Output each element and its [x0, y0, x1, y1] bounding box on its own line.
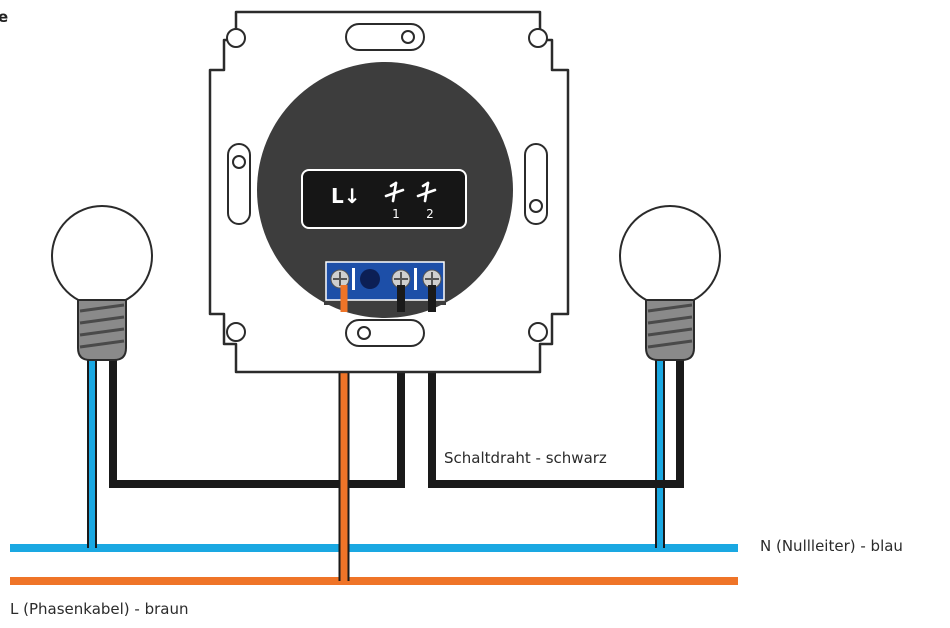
frame-slot-bottom	[345, 319, 425, 347]
terminal-label-2: 2	[426, 207, 434, 221]
terminal-unused-socket-icon	[360, 269, 380, 289]
neutral-wire-label: N (Nullleiter) - blau	[760, 537, 903, 555]
phase-wire-label: L (Phasenkabel) - braun	[10, 600, 189, 618]
bulb-right-icon	[619, 205, 721, 307]
frame-slot-top	[345, 23, 425, 51]
lamp-left	[51, 205, 153, 361]
label-plate	[301, 169, 467, 229]
switch-symbol-icon-2	[416, 181, 437, 203]
switch-wire-right	[428, 285, 684, 488]
terminal-label-1: 1	[392, 207, 400, 221]
frame-hole-bottom-left	[226, 322, 246, 342]
corner-text: e	[0, 8, 9, 26]
symbol-load: L↓	[331, 184, 361, 208]
frame-hole-bottom-right	[528, 322, 548, 342]
frame-slot-left	[227, 143, 251, 225]
frame-hole-top-right	[528, 28, 548, 48]
lamp-right	[619, 205, 721, 361]
switch-wire-label: Schaltdraht - schwarz	[442, 449, 609, 467]
switch-wire-left	[109, 285, 405, 488]
bulb-left-icon	[51, 205, 153, 307]
frame-slot-right	[524, 143, 548, 225]
frame-hole-top-left	[226, 28, 246, 48]
terminal-screw-l-icon	[330, 269, 350, 289]
switch-symbol-icon-1	[384, 181, 405, 203]
